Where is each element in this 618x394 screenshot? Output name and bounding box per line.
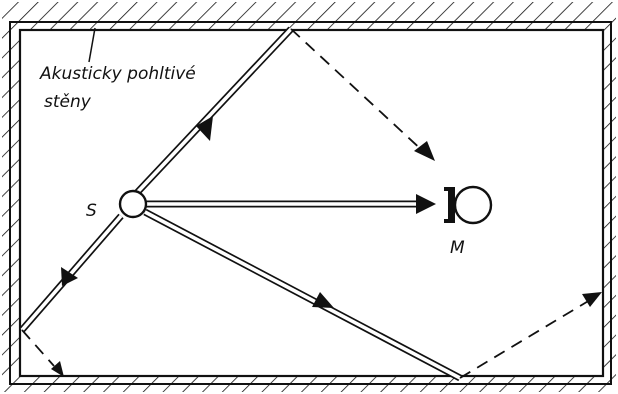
microphone-label: M [450,238,465,258]
sound-rays [19,26,462,382]
wall-label-leader [88,27,96,63]
arrow-bottom-ray [312,292,334,308]
arrow-down-left-ray [61,267,78,286]
sound-source-icon [118,189,148,219]
wall-label-line1: Akusticky pohltivé [39,64,196,84]
wall-outer-outline [9,21,612,385]
arrow-up-ray [196,116,213,141]
wall-inner-outline [18,28,605,378]
arrow-direct-ray [416,194,436,214]
reflected-rays [21,28,591,379]
microphone-icon [444,185,493,225]
arrow-reflect-left [51,361,64,377]
wall-label-line2: stěny [44,92,92,112]
arrow-reflect-top [414,141,435,161]
source-label: S [86,201,97,221]
arrow-reflect-right [582,292,602,307]
direction-arrows [51,116,602,377]
